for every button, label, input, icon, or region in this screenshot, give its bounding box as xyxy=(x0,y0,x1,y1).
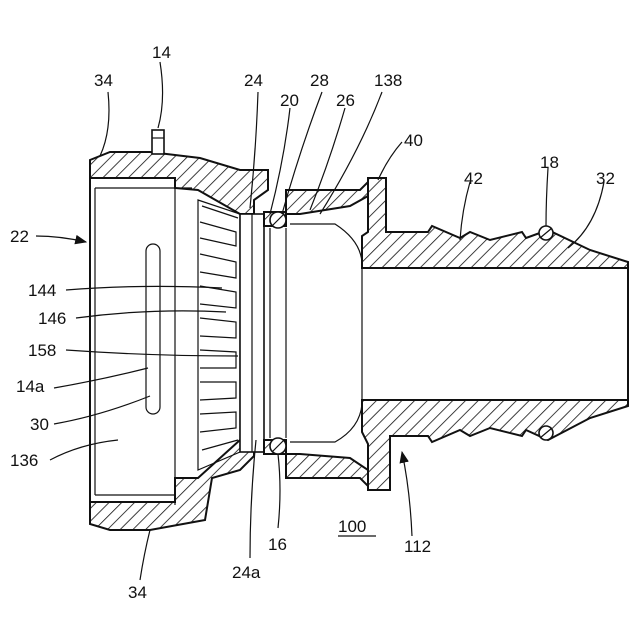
label-18: 18 xyxy=(540,153,559,172)
label-136: 136 xyxy=(10,451,38,470)
label-40: 40 xyxy=(404,131,423,150)
housing-bore xyxy=(90,160,195,505)
label-100: 100 xyxy=(338,517,366,536)
label-158: 158 xyxy=(28,341,56,360)
label-22: 22 xyxy=(10,227,29,246)
label-28: 28 xyxy=(310,71,329,90)
label-24: 24 xyxy=(244,71,263,90)
label-146: 146 xyxy=(38,309,66,328)
label-14a: 14a xyxy=(16,377,45,396)
label-144: 144 xyxy=(28,281,56,300)
label-14: 14 xyxy=(152,43,171,62)
label-42: 42 xyxy=(464,169,483,188)
o-ring-16 xyxy=(264,212,286,454)
label-34-bottom: 34 xyxy=(128,583,147,602)
label-34-top: 34 xyxy=(94,71,113,90)
label-138: 138 xyxy=(374,71,402,90)
label-32: 32 xyxy=(596,169,615,188)
label-30: 30 xyxy=(30,415,49,434)
retainer-teeth xyxy=(198,200,240,470)
label-26: 26 xyxy=(336,91,355,110)
sleeve-24 xyxy=(240,214,264,452)
label-20: 20 xyxy=(280,91,299,110)
lock-pin-14 xyxy=(152,130,164,154)
label-16: 16 xyxy=(268,535,287,554)
label-112: 112 xyxy=(404,537,431,556)
label-24a: 24a xyxy=(232,563,261,582)
middle-body xyxy=(286,182,368,486)
